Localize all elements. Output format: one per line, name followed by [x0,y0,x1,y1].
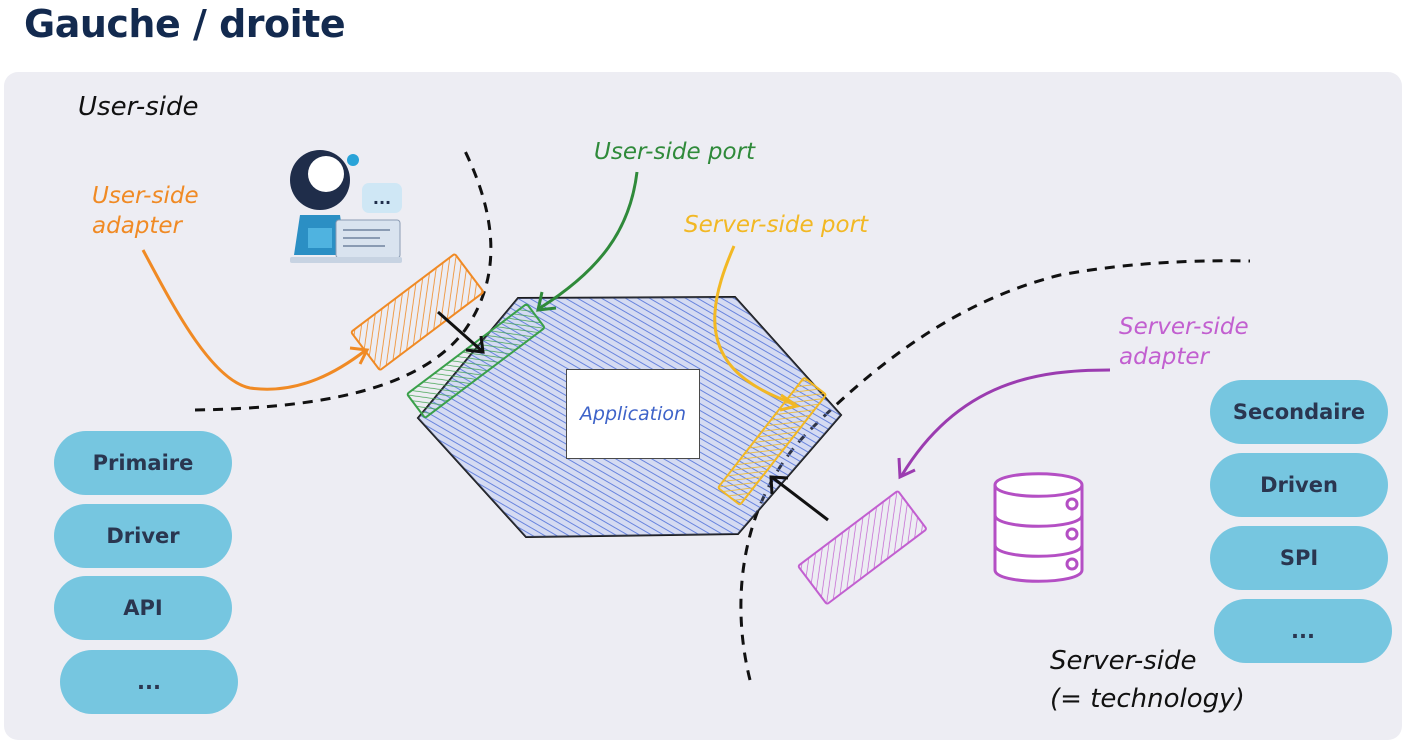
user-with-laptop-icon [290,150,402,263]
server-side-adapter-label-line2: adapter [1119,344,1210,370]
pill-driver: Driver [54,504,232,568]
user-side-port-arrow [536,171,639,312]
page-title: Gauche / droite [24,2,346,46]
database-icon [993,472,1084,583]
user-side-label: User-side [78,92,199,122]
pill-spi: SPI [1210,526,1388,590]
pill-left-more: ... [60,650,238,714]
server-side-label-line1: Server-side [1050,646,1197,676]
server-adapter-to-port-arrow [769,475,829,522]
application-box: Application [566,369,700,459]
pill-primaire: Primaire [54,431,232,495]
server-side-adapter-shape [797,490,927,605]
server-side-adapter-label-line1: Server-side [1119,314,1249,340]
pill-driven: Driven [1210,453,1388,517]
server-side-boundary [739,259,1251,681]
chat-bubble-text: ... [373,189,391,208]
user-side-adapter-label-line2: adapter [92,213,183,239]
user-adapter-to-port-arrow [437,310,485,354]
server-side-port-shape [717,377,827,506]
pill-right-more: ... [1214,599,1392,663]
server-side-label-line2: (= technology) [1050,684,1245,714]
application-label: Application [579,403,687,425]
pill-secondaire: Secondaire [1210,380,1388,444]
server-side-port-label: Server-side port [684,212,869,238]
user-side-adapter-arrow [141,249,370,391]
server-side-adapter-arrow [897,368,1111,480]
server-side-port-arrow [713,245,801,412]
pill-api: API [54,576,232,640]
user-side-adapter-label-line1: User-side [92,183,199,209]
user-side-port-label: User-side port [594,139,756,165]
